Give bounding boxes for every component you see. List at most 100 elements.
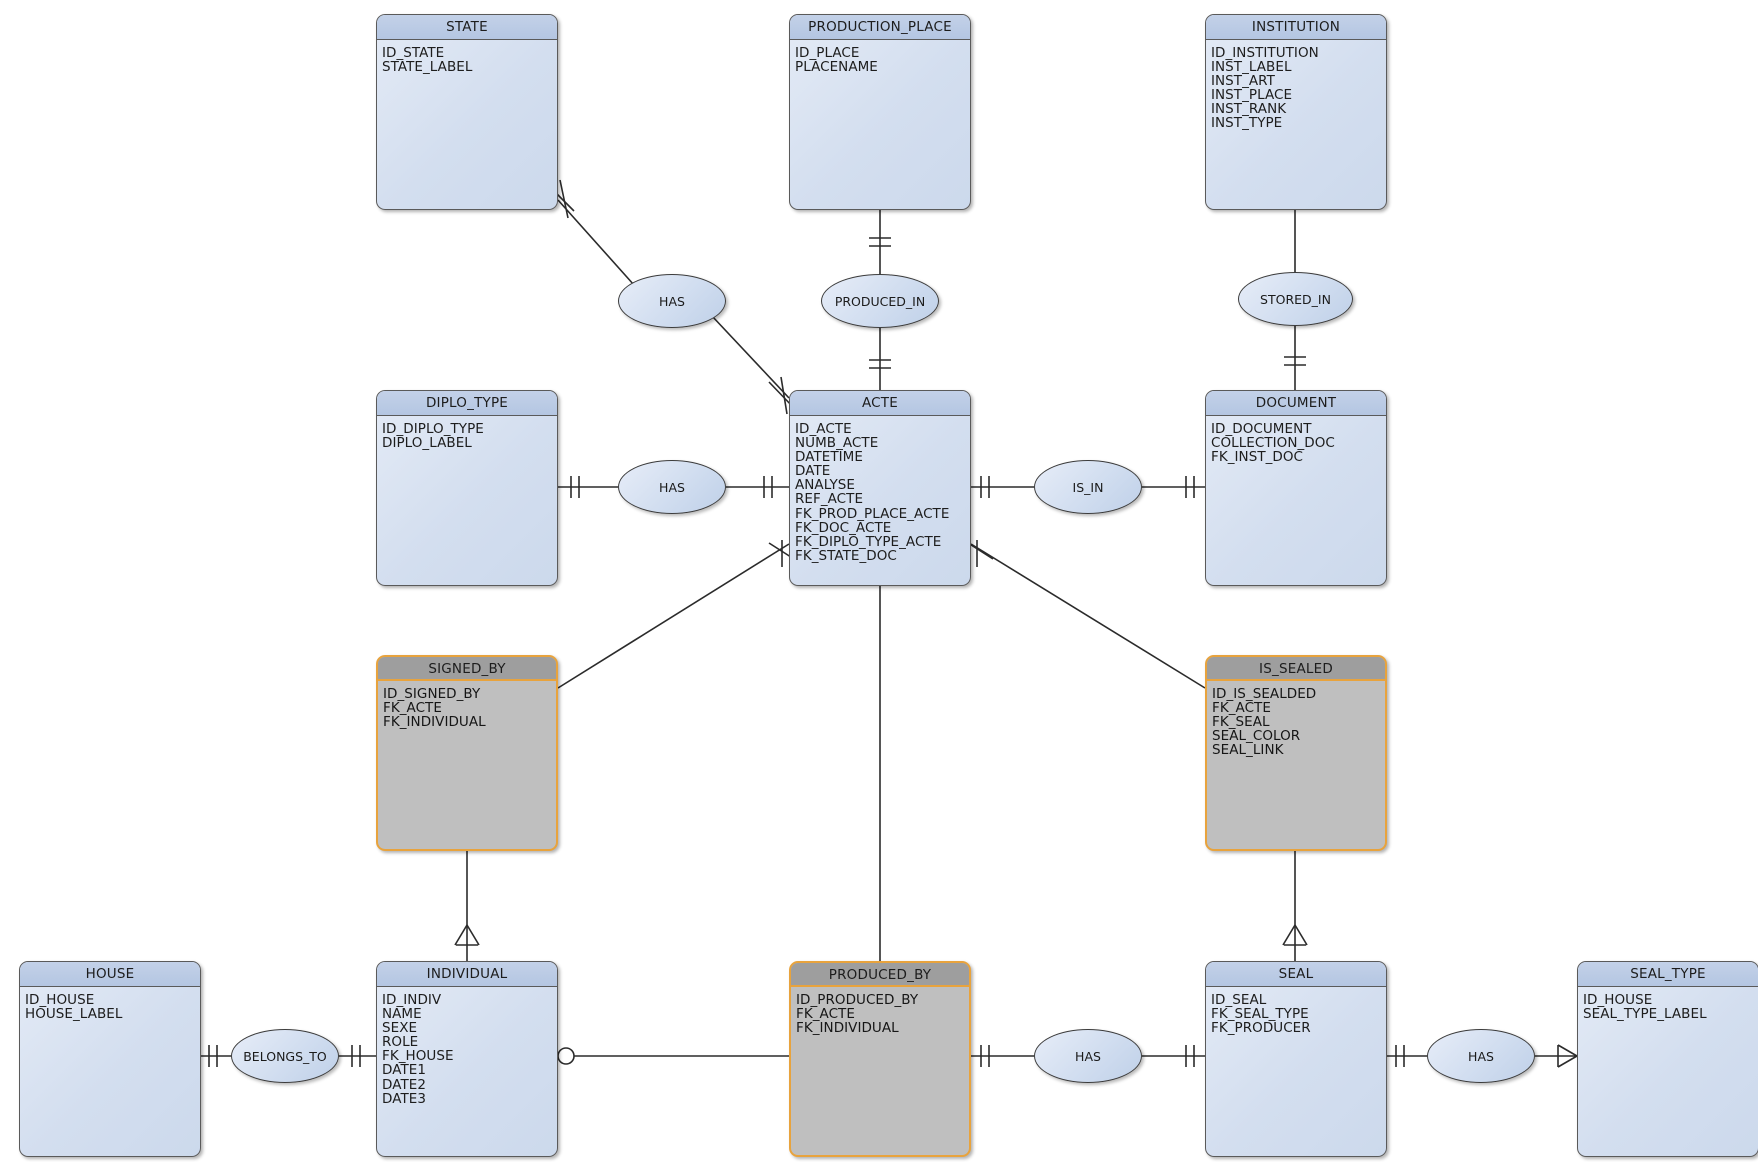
attribute: FK_DOC_ACTE — [795, 519, 892, 536]
connector-state-has — [557, 199, 635, 286]
attribute: INST_LABEL — [1211, 59, 1292, 76]
entity-house-title: HOUSE — [20, 962, 200, 987]
connector-signedby-acte — [557, 543, 790, 689]
attribute: ID_HOUSE — [1583, 992, 1653, 1008]
attribute: FK_SEAL — [1212, 714, 1270, 731]
attribute: STATE_LABEL — [382, 59, 473, 76]
entity-document-title: DOCUMENT — [1206, 391, 1386, 416]
relationship-has-produced-by-seal[interactable]: HAS — [1034, 1029, 1142, 1083]
attribute: INST_ART — [1211, 73, 1275, 90]
entity-signed-by-attributes: ID_SIGNED_BY FK_ACTE FK_INDIVIDUAL — [378, 681, 556, 733]
attribute: COLLECTION_DOC — [1211, 435, 1335, 452]
entity-production-place[interactable]: PRODUCTION_PLACE ID_PLACE PLACENAME — [789, 14, 971, 210]
attribute: FK_ACTE — [383, 700, 442, 717]
entity-seal-type-attributes: ID_HOUSE SEAL_TYPE_LABEL — [1578, 987, 1758, 1025]
attribute: FK_ACTE — [796, 1006, 855, 1023]
entity-produced-by[interactable]: PRODUCED_BY ID_PRODUCED_BY FK_ACTE FK_IN… — [789, 961, 971, 1157]
attribute: DATE — [795, 463, 831, 480]
attribute: FK_INST_DOC — [1211, 449, 1304, 466]
entity-individual-attributes: ID_INDIV NAME SEXE ROLE FK_HOUSE DATE1 D… — [377, 987, 557, 1110]
attribute: FK_SEAL_TYPE — [1211, 1006, 1309, 1023]
attribute: FK_PROD_PLACE_ACTE — [795, 505, 950, 522]
crowfoot-sealtype-left — [1557, 1044, 1578, 1068]
attribute: ID_HOUSE — [25, 992, 95, 1008]
attribute: FK_DIPLO_TYPE_ACTE — [795, 533, 942, 550]
relationship-has-state[interactable]: HAS — [618, 274, 726, 328]
entity-signed-by[interactable]: SIGNED_BY ID_SIGNED_BY FK_ACTE FK_INDIVI… — [376, 655, 558, 851]
entity-diplo-type-attributes: ID_DIPLO_TYPE DIPLO_LABEL — [377, 416, 557, 454]
entity-institution-attributes: ID_INSTITUTION INST_LABEL INST_ART INST_… — [1206, 40, 1386, 135]
attribute: ID_INDIV — [382, 992, 442, 1008]
attribute: ID_SEAL — [1211, 992, 1267, 1008]
attribute: ID_ACTE — [795, 421, 852, 437]
attribute: ROLE — [382, 1034, 419, 1051]
entity-institution-title: INSTITUTION — [1206, 15, 1386, 40]
entity-seal-title: SEAL — [1206, 962, 1386, 987]
attribute: SEXE — [382, 1020, 418, 1037]
relationship-stored-in[interactable]: STORED_IN — [1238, 272, 1353, 326]
attribute: ID_PRODUCED_BY — [796, 992, 919, 1008]
entity-house[interactable]: HOUSE ID_HOUSE HOUSE_LABEL — [19, 961, 201, 1157]
entity-is-sealed-attributes: ID_IS_SEALDED FK_ACTE FK_SEAL SEAL_COLOR… — [1207, 681, 1385, 761]
attribute: INST_PLACE — [1211, 87, 1293, 104]
attribute: ID_PLACE — [795, 45, 860, 61]
entity-acte-title: ACTE — [790, 391, 970, 416]
relationship-produced-in[interactable]: PRODUCED_IN — [821, 274, 939, 328]
entity-seal-type[interactable]: SEAL_TYPE ID_HOUSE SEAL_TYPE_LABEL — [1577, 961, 1758, 1157]
attribute: ID_STATE — [382, 45, 445, 61]
entity-document-attributes: ID_DOCUMENT COLLECTION_DOC FK_INST_DOC — [1206, 416, 1386, 468]
entity-institution[interactable]: INSTITUTION ID_INSTITUTION INST_LABEL IN… — [1205, 14, 1387, 210]
connector-has-acte-top — [711, 315, 790, 399]
relationship-has-seal-type[interactable]: HAS — [1427, 1029, 1535, 1083]
attribute: SEAL_COLOR — [1212, 728, 1301, 745]
attribute: DATETIME — [795, 449, 863, 466]
entity-produced-by-attributes: ID_PRODUCED_BY FK_ACTE FK_INDIVIDUAL — [791, 987, 969, 1039]
attribute: ID_DOCUMENT — [1211, 421, 1312, 437]
attribute: DATE2 — [382, 1076, 426, 1093]
attribute: FK_INDIVIDUAL — [796, 1020, 899, 1037]
entity-is-sealed-title: IS_SEALED — [1207, 657, 1385, 681]
entity-state[interactable]: STATE ID_STATE STATE_LABEL — [376, 14, 558, 210]
entity-individual[interactable]: INDIVIDUAL ID_INDIV NAME SEXE ROLE FK_HO… — [376, 961, 558, 1157]
attribute: NAME — [382, 1006, 422, 1023]
attribute: INST_RANK — [1211, 101, 1287, 118]
attribute: PLACENAME — [795, 59, 878, 76]
attribute: FK_INDIVIDUAL — [383, 714, 486, 731]
crowfoot-acte-lowright — [967, 540, 994, 567]
zero-marker-individual — [557, 1047, 575, 1065]
entity-signed-by-title: SIGNED_BY — [378, 657, 556, 681]
attribute: FK_STATE_DOC — [795, 547, 897, 564]
attribute: NUMB_ACTE — [795, 435, 879, 452]
attribute: HOUSE_LABEL — [25, 1006, 123, 1023]
attribute: INST_TYPE — [1211, 115, 1283, 132]
entity-acte[interactable]: ACTE ID_ACTE NUMB_ACTE DATETIME DATE ANA… — [789, 390, 971, 586]
attribute: REF_ACTE — [795, 491, 864, 508]
attribute: DIPLO_LABEL — [382, 435, 472, 452]
attribute: ANALYSE — [795, 477, 855, 494]
entity-diplo-type[interactable]: DIPLO_TYPE ID_DIPLO_TYPE DIPLO_LABEL — [376, 390, 558, 586]
attribute: SEAL_LINK — [1212, 742, 1284, 759]
relationship-is-in[interactable]: IS_IN — [1034, 460, 1142, 514]
attribute: ID_DIPLO_TYPE — [382, 421, 484, 437]
attribute: ID_IS_SEALDED — [1212, 686, 1317, 702]
entity-production-place-title: PRODUCTION_PLACE — [790, 15, 970, 40]
attribute: DATE1 — [382, 1062, 426, 1079]
entity-seal-type-title: SEAL_TYPE — [1578, 962, 1758, 987]
entity-seal[interactable]: SEAL ID_SEAL FK_SEAL_TYPE FK_PRODUCER — [1205, 961, 1387, 1157]
attribute: FK_ACTE — [1212, 700, 1271, 717]
attribute: SEAL_TYPE_LABEL — [1583, 1006, 1707, 1023]
entity-document[interactable]: DOCUMENT ID_DOCUMENT COLLECTION_DOC FK_I… — [1205, 390, 1387, 586]
entity-is-sealed[interactable]: IS_SEALED ID_IS_SEALDED FK_ACTE FK_SEAL … — [1205, 655, 1387, 851]
crowfoot-seal-top — [1282, 924, 1308, 946]
attribute: ID_INSTITUTION — [1211, 45, 1319, 61]
relationship-has-diplo-type[interactable]: HAS — [618, 460, 726, 514]
relationship-belongs-to[interactable]: BELONGS_TO — [231, 1029, 339, 1083]
crowfoot-individual-top — [454, 924, 480, 946]
entity-production-place-attributes: ID_PLACE PLACENAME — [790, 40, 970, 78]
entity-seal-attributes: ID_SEAL FK_SEAL_TYPE FK_PRODUCER — [1206, 987, 1386, 1039]
attribute: FK_PRODUCER — [1211, 1020, 1311, 1037]
entity-state-attributes: ID_STATE STATE_LABEL — [377, 40, 557, 78]
entity-produced-by-title: PRODUCED_BY — [791, 963, 969, 987]
attribute: ID_SIGNED_BY — [383, 686, 481, 702]
